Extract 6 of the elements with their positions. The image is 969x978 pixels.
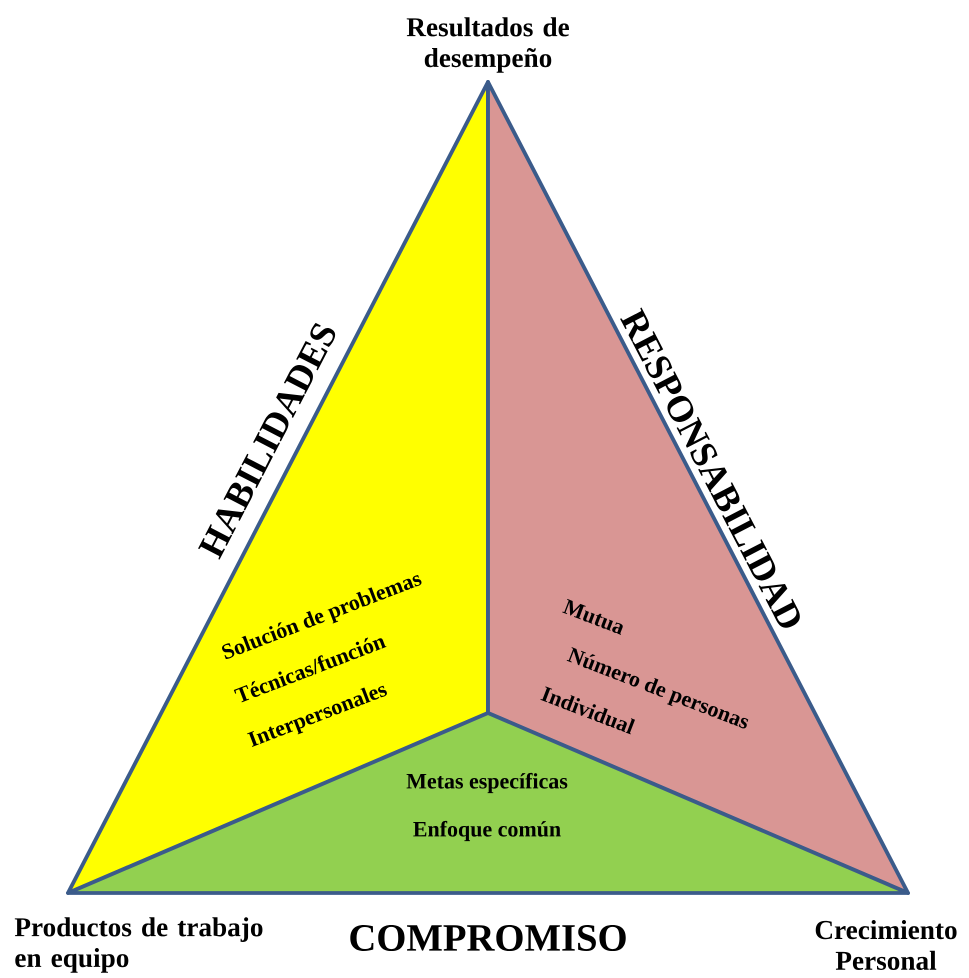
corner-label: Crecimiento Personal: [816, 920, 957, 970]
list-item: Metas específicas: [406, 772, 568, 794]
corner-label: Resultados de desempeño: [406, 17, 569, 73]
list-item: Enfoque común: [413, 820, 561, 842]
corner-label: Productos de trabajo en equipo: [14, 917, 262, 973]
base-heading: COMPROMISO: [350, 925, 626, 951]
